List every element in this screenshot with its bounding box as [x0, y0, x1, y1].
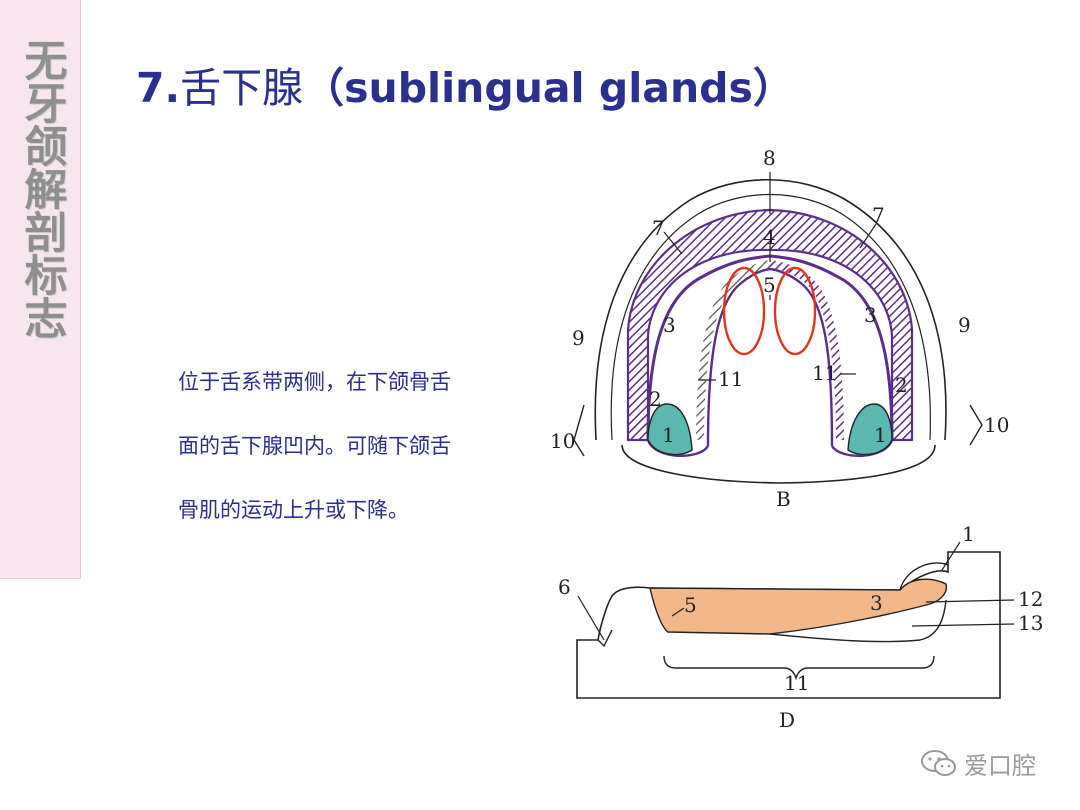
fig-b-label-3-left: 3: [663, 313, 676, 337]
fig-d-label-12: 12: [1018, 587, 1043, 611]
brace-11: [663, 655, 935, 681]
fig-d-label-11: 11: [784, 671, 809, 695]
fig-b-label-11-left: 11: [718, 367, 743, 391]
residual-ridge-band: [626, 208, 914, 442]
label-13-d-line: [911, 623, 1015, 627]
bracket-10-right: [969, 404, 983, 446]
fig-d-caption: D: [779, 708, 795, 732]
fig-b-label-9-left: 9: [572, 326, 585, 350]
lingual-sulcus-right: [769, 260, 844, 441]
fig-d-label-13: 13: [1018, 611, 1043, 635]
fig-b-label-1-left: 1: [662, 423, 675, 447]
title-number: 7.: [136, 64, 181, 112]
description-line-2: 面的舌下腺凹内。可随下颌舌: [178, 434, 451, 458]
lingual-inner-line: [706, 267, 834, 447]
fig-b-label-10-left: 10: [550, 429, 575, 453]
sublingual-gland-right: [773, 266, 817, 356]
description-text: 位于舌系带两侧，在下颌骨舌 面的舌下腺凹内。可随下颌舌 骨肌的运动上升或下降。: [178, 350, 558, 542]
retromolar-bulge: [899, 562, 949, 591]
description-line-1: 位于舌系带两侧，在下颌骨舌: [178, 370, 451, 394]
fig-b-label-9-right: 9: [958, 313, 971, 337]
mylohyoid-line: [769, 599, 947, 643]
fig-b-label-11-right: 11: [812, 361, 837, 385]
figure-b-mandible-occlusal: 8 7 7 4 5 3 3 9 9 11 11 2 2 1 1 10 10 B: [550, 146, 1009, 511]
watermark: 爱口腔: [920, 746, 1036, 780]
sublingual-gland-region: [649, 578, 948, 635]
fig-b-caption: B: [776, 487, 791, 511]
label-12-d-line: [925, 599, 1015, 603]
fig-b-label-4: 4: [763, 225, 776, 249]
label-1-d-line: [941, 541, 961, 571]
fig-d-label-6: 6: [558, 575, 571, 599]
watermark-text: 爱口腔: [964, 751, 1036, 780]
retromolar-pad-right: [847, 403, 893, 456]
section-outline: [576, 551, 1001, 699]
figure-d-sagittal-section: 1 6 5 3 12 13 11 D: [558, 522, 1043, 732]
page-title: 7.舌下腺（sublingual glands）: [136, 62, 794, 114]
fig-b-label-3-right: 3: [864, 303, 877, 327]
label-7-right-line: [859, 223, 877, 249]
fig-b-label-8: 8: [763, 146, 776, 170]
title-chinese: 舌下腺: [180, 64, 304, 112]
fig-d-label-1: 1: [962, 522, 975, 546]
label-7-left-line: [663, 231, 683, 255]
wechat-icon: [921, 750, 956, 776]
fig-b-label-1-right: 1: [874, 423, 887, 447]
fig-b-label-7-left: 7: [652, 216, 665, 240]
mandible-base-contour: [621, 444, 936, 484]
fig-b-label-5: 5: [763, 273, 776, 297]
label-5-d-line: [671, 607, 685, 617]
bracket-10-left: [573, 404, 585, 457]
sublingual-gland-left: [722, 266, 766, 356]
sidebar-tab: 无牙颌解剖标志: [0, 0, 81, 579]
description-line-3: 骨肌的运动上升或下降。: [178, 498, 409, 522]
sidebar-title: 无牙颌解剖标志: [17, 38, 67, 339]
outer-arch-line: [594, 178, 947, 441]
lingual-notch: [597, 629, 613, 648]
fig-b-label-2-right: 2: [895, 373, 908, 397]
fig-b-label-7-right: 7: [872, 203, 885, 227]
label-6-d-line: [577, 595, 605, 641]
retromolar-pad-left: [647, 403, 693, 456]
title-english: （sublingual glands）: [303, 64, 794, 112]
fig-b-label-10-right: 10: [984, 413, 1009, 437]
fig-d-label-5: 5: [684, 593, 697, 617]
fig-b-label-2-left: 2: [649, 387, 662, 411]
fig-d-label-3: 3: [870, 591, 883, 615]
